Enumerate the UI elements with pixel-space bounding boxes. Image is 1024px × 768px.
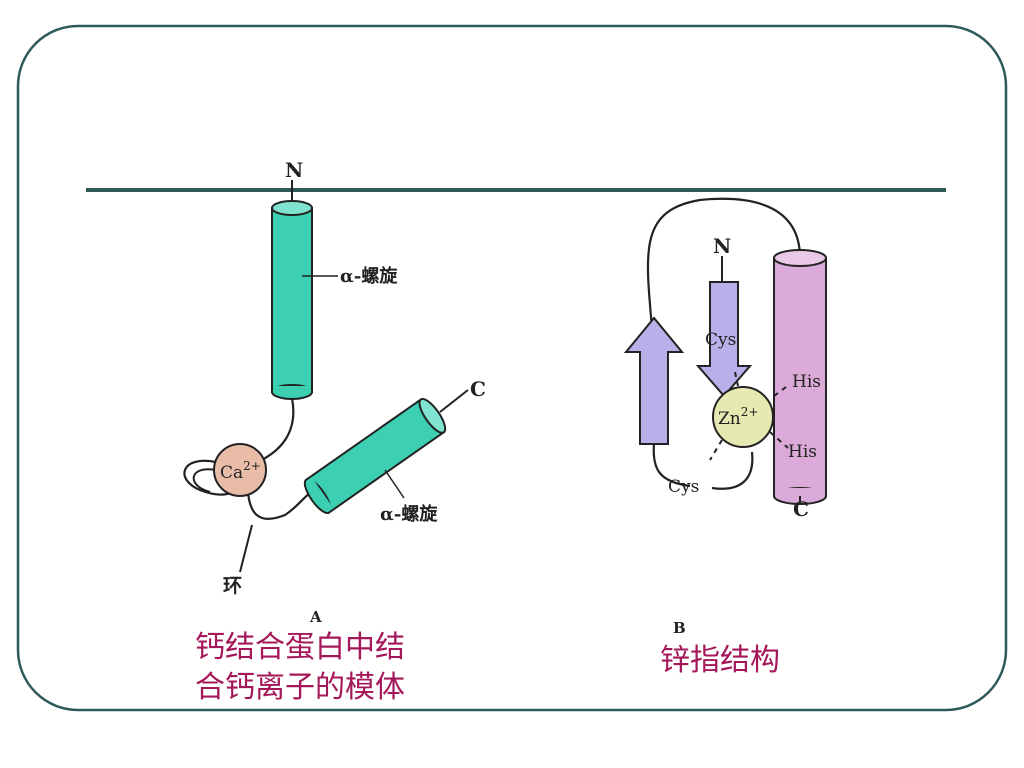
caption-a-line-1: 钙结合蛋白中结 xyxy=(195,630,405,665)
alpha-helix-2 xyxy=(303,397,447,515)
beta-strand-up-arrow xyxy=(623,316,685,445)
zinc-finger-top-loop xyxy=(646,197,802,329)
cys-label-bottom: Cys xyxy=(668,477,699,497)
panel-a-diagram: N α-螺旋 Ca2+ 环 C α-螺旋 A xyxy=(183,158,486,626)
slide-frame xyxy=(16,24,1008,712)
beta-strand-down-arrow xyxy=(695,281,753,398)
coordination-bonds xyxy=(709,371,791,461)
loop-pointer xyxy=(239,524,253,573)
zinc-ion-label: Zn2+ xyxy=(718,405,758,429)
his-label-top: His xyxy=(792,372,821,392)
helix-1-label: α-螺旋 xyxy=(340,265,398,287)
his-label-bottom: His xyxy=(788,442,817,462)
n-terminus-label-a: N xyxy=(285,158,303,182)
calcium-ion-label: Ca2+ xyxy=(220,459,261,483)
loop-label: 环 xyxy=(223,575,242,597)
helix-2-label: α-螺旋 xyxy=(380,503,438,525)
c-terminus-label-b: C xyxy=(793,497,809,521)
caption-a-line-2: 合钙离子的模体 xyxy=(195,670,405,705)
c-terminus-line-a xyxy=(439,389,469,413)
panel-a-letter: A xyxy=(309,608,322,626)
zinc-ion xyxy=(712,386,774,448)
caption-panel-a: 钙结合蛋白中结 合钙离子的模体 xyxy=(170,628,430,708)
alpha-helix-1 xyxy=(271,200,313,400)
caption-panel-b: 锌指结构 xyxy=(620,641,820,681)
n-terminus-label-b: N xyxy=(713,234,731,258)
helix-2-pointer xyxy=(384,469,405,499)
cys-label-top: Cys xyxy=(705,330,736,350)
caption-b-line: 锌指结构 xyxy=(660,643,780,678)
panel-b-diagram: N Cys His His C Cys Zn2+ xyxy=(623,197,827,637)
zinc-finger-bottom-loop xyxy=(711,451,754,490)
c-terminus-label-a: C xyxy=(470,377,486,401)
calcium-ion xyxy=(213,443,267,497)
panel-b-letter: B xyxy=(673,619,686,637)
